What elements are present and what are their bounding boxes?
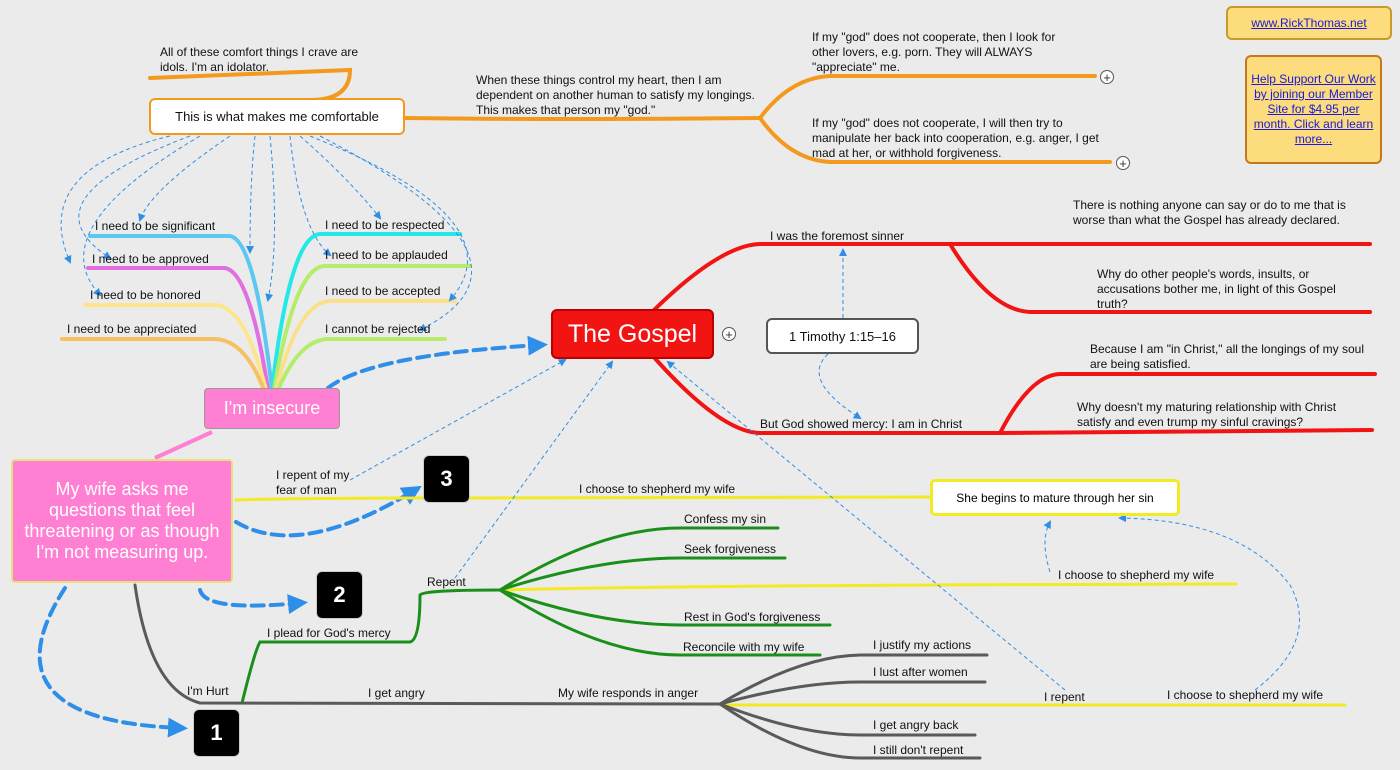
node-seek[interactable]: Seek forgiveness [684, 542, 777, 556]
green-branches [240, 526, 832, 705]
node-irepent[interactable]: I repent [1044, 690, 1085, 704]
node-comfortable[interactable]: This is what makes me comfortable [149, 98, 405, 135]
node-respected[interactable]: I need to be respected [325, 218, 445, 232]
node-foremost[interactable]: I was the foremost sinner [770, 229, 905, 243]
node-accepted[interactable]: I need to be accepted [325, 284, 441, 298]
node-angryback[interactable]: I get angry back [873, 718, 959, 732]
node-justify[interactable]: I justify my actions [873, 638, 972, 652]
node-shepherd2[interactable]: I choose to shepherd my wife [1058, 568, 1215, 582]
node-wife[interactable]: My wife asks me questions that feel thre… [11, 459, 233, 583]
node-lovers[interactable]: If my "god" does not cooperate, then I l… [812, 30, 1056, 74]
node-reconcile[interactable]: Reconcile with my wife [683, 640, 805, 654]
node-responds[interactable]: My wife responds in anger [558, 686, 699, 700]
node-dontrepent[interactable]: I still don't repent [873, 743, 964, 757]
expand-gospel-icon[interactable]: + [722, 327, 736, 341]
node-repent[interactable]: Repent [427, 575, 466, 589]
comfort-dashed-links [60, 135, 473, 331]
number-2-badge[interactable]: 2 [316, 571, 363, 619]
node-rest[interactable]: Rest in God's forgiveness [684, 610, 821, 624]
expand-manipulate-icon[interactable]: + [1116, 156, 1130, 170]
node-confess[interactable]: Confess my sin [684, 512, 767, 526]
support-link[interactable]: Help Support Our Work by joining our Mem… [1251, 72, 1376, 146]
node-insecure[interactable]: I'm insecure [204, 388, 340, 429]
timothy-dashed-links [818, 248, 862, 420]
node-angry[interactable]: I get angry [368, 686, 425, 700]
node-idols[interactable]: All of these comfort things I crave are … [160, 45, 359, 74]
number-3-badge[interactable]: 3 [423, 455, 470, 503]
node-control[interactable]: When these things control my heart, then… [476, 73, 755, 117]
number-1-badge[interactable]: 1 [193, 709, 240, 757]
expand-lovers-icon[interactable]: + [1100, 70, 1114, 84]
node-shepherd1[interactable]: I choose to shepherd my wife [579, 482, 736, 496]
node-inchrist[interactable]: Because I am "in Christ," all the longin… [1090, 342, 1364, 371]
big-dashed-arrows [37, 335, 548, 738]
node-nothing[interactable]: There is nothing anyone can say or do to… [1073, 198, 1346, 227]
node-rejected[interactable]: I cannot be rejected [325, 322, 431, 336]
node-shepherd3[interactable]: I choose to shepherd my wife [1167, 688, 1324, 702]
node-plead[interactable]: I plead for God's mercy [267, 626, 391, 640]
need-fan [60, 232, 472, 392]
site-link-box[interactable]: www.RickThomas.net [1226, 6, 1392, 40]
gospel-dashed-links [349, 359, 1300, 691]
node-appreciated[interactable]: I need to be appreciated [67, 322, 197, 336]
node-applauded[interactable]: I need to be applauded [325, 248, 448, 262]
node-bother[interactable]: Why do other people's words, insults, or… [1097, 267, 1336, 311]
yellow-branches [234, 495, 1347, 707]
node-maturing[interactable]: Why doesn't my maturing relationship wit… [1077, 400, 1337, 429]
node-hurt[interactable]: I'm Hurt [187, 684, 229, 698]
node-manipulate[interactable]: If my "god" does not cooperate, I will t… [812, 116, 1099, 160]
pink-connector [154, 430, 213, 460]
node-gospel[interactable]: The Gospel [551, 309, 714, 359]
support-link-box[interactable]: Help Support Our Work by joining our Mem… [1245, 55, 1382, 164]
node-significant[interactable]: I need to be significant [95, 219, 216, 233]
red-branches [650, 241, 1377, 435]
node-fear[interactable]: I repent of my fear of man [276, 468, 350, 497]
node-lust[interactable]: I lust after women [873, 665, 968, 679]
node-mature[interactable]: She begins to mature through her sin [930, 479, 1180, 516]
gray-branches [133, 583, 989, 760]
site-link[interactable]: www.RickThomas.net [1251, 15, 1367, 30]
node-honored[interactable]: I need to be honored [90, 288, 201, 302]
node-approved[interactable]: I need to be approved [92, 252, 209, 266]
node-timothy[interactable]: 1 Timothy 1:15–16 [766, 318, 919, 354]
node-mercy[interactable]: But God showed mercy: I am in Christ [760, 417, 963, 431]
